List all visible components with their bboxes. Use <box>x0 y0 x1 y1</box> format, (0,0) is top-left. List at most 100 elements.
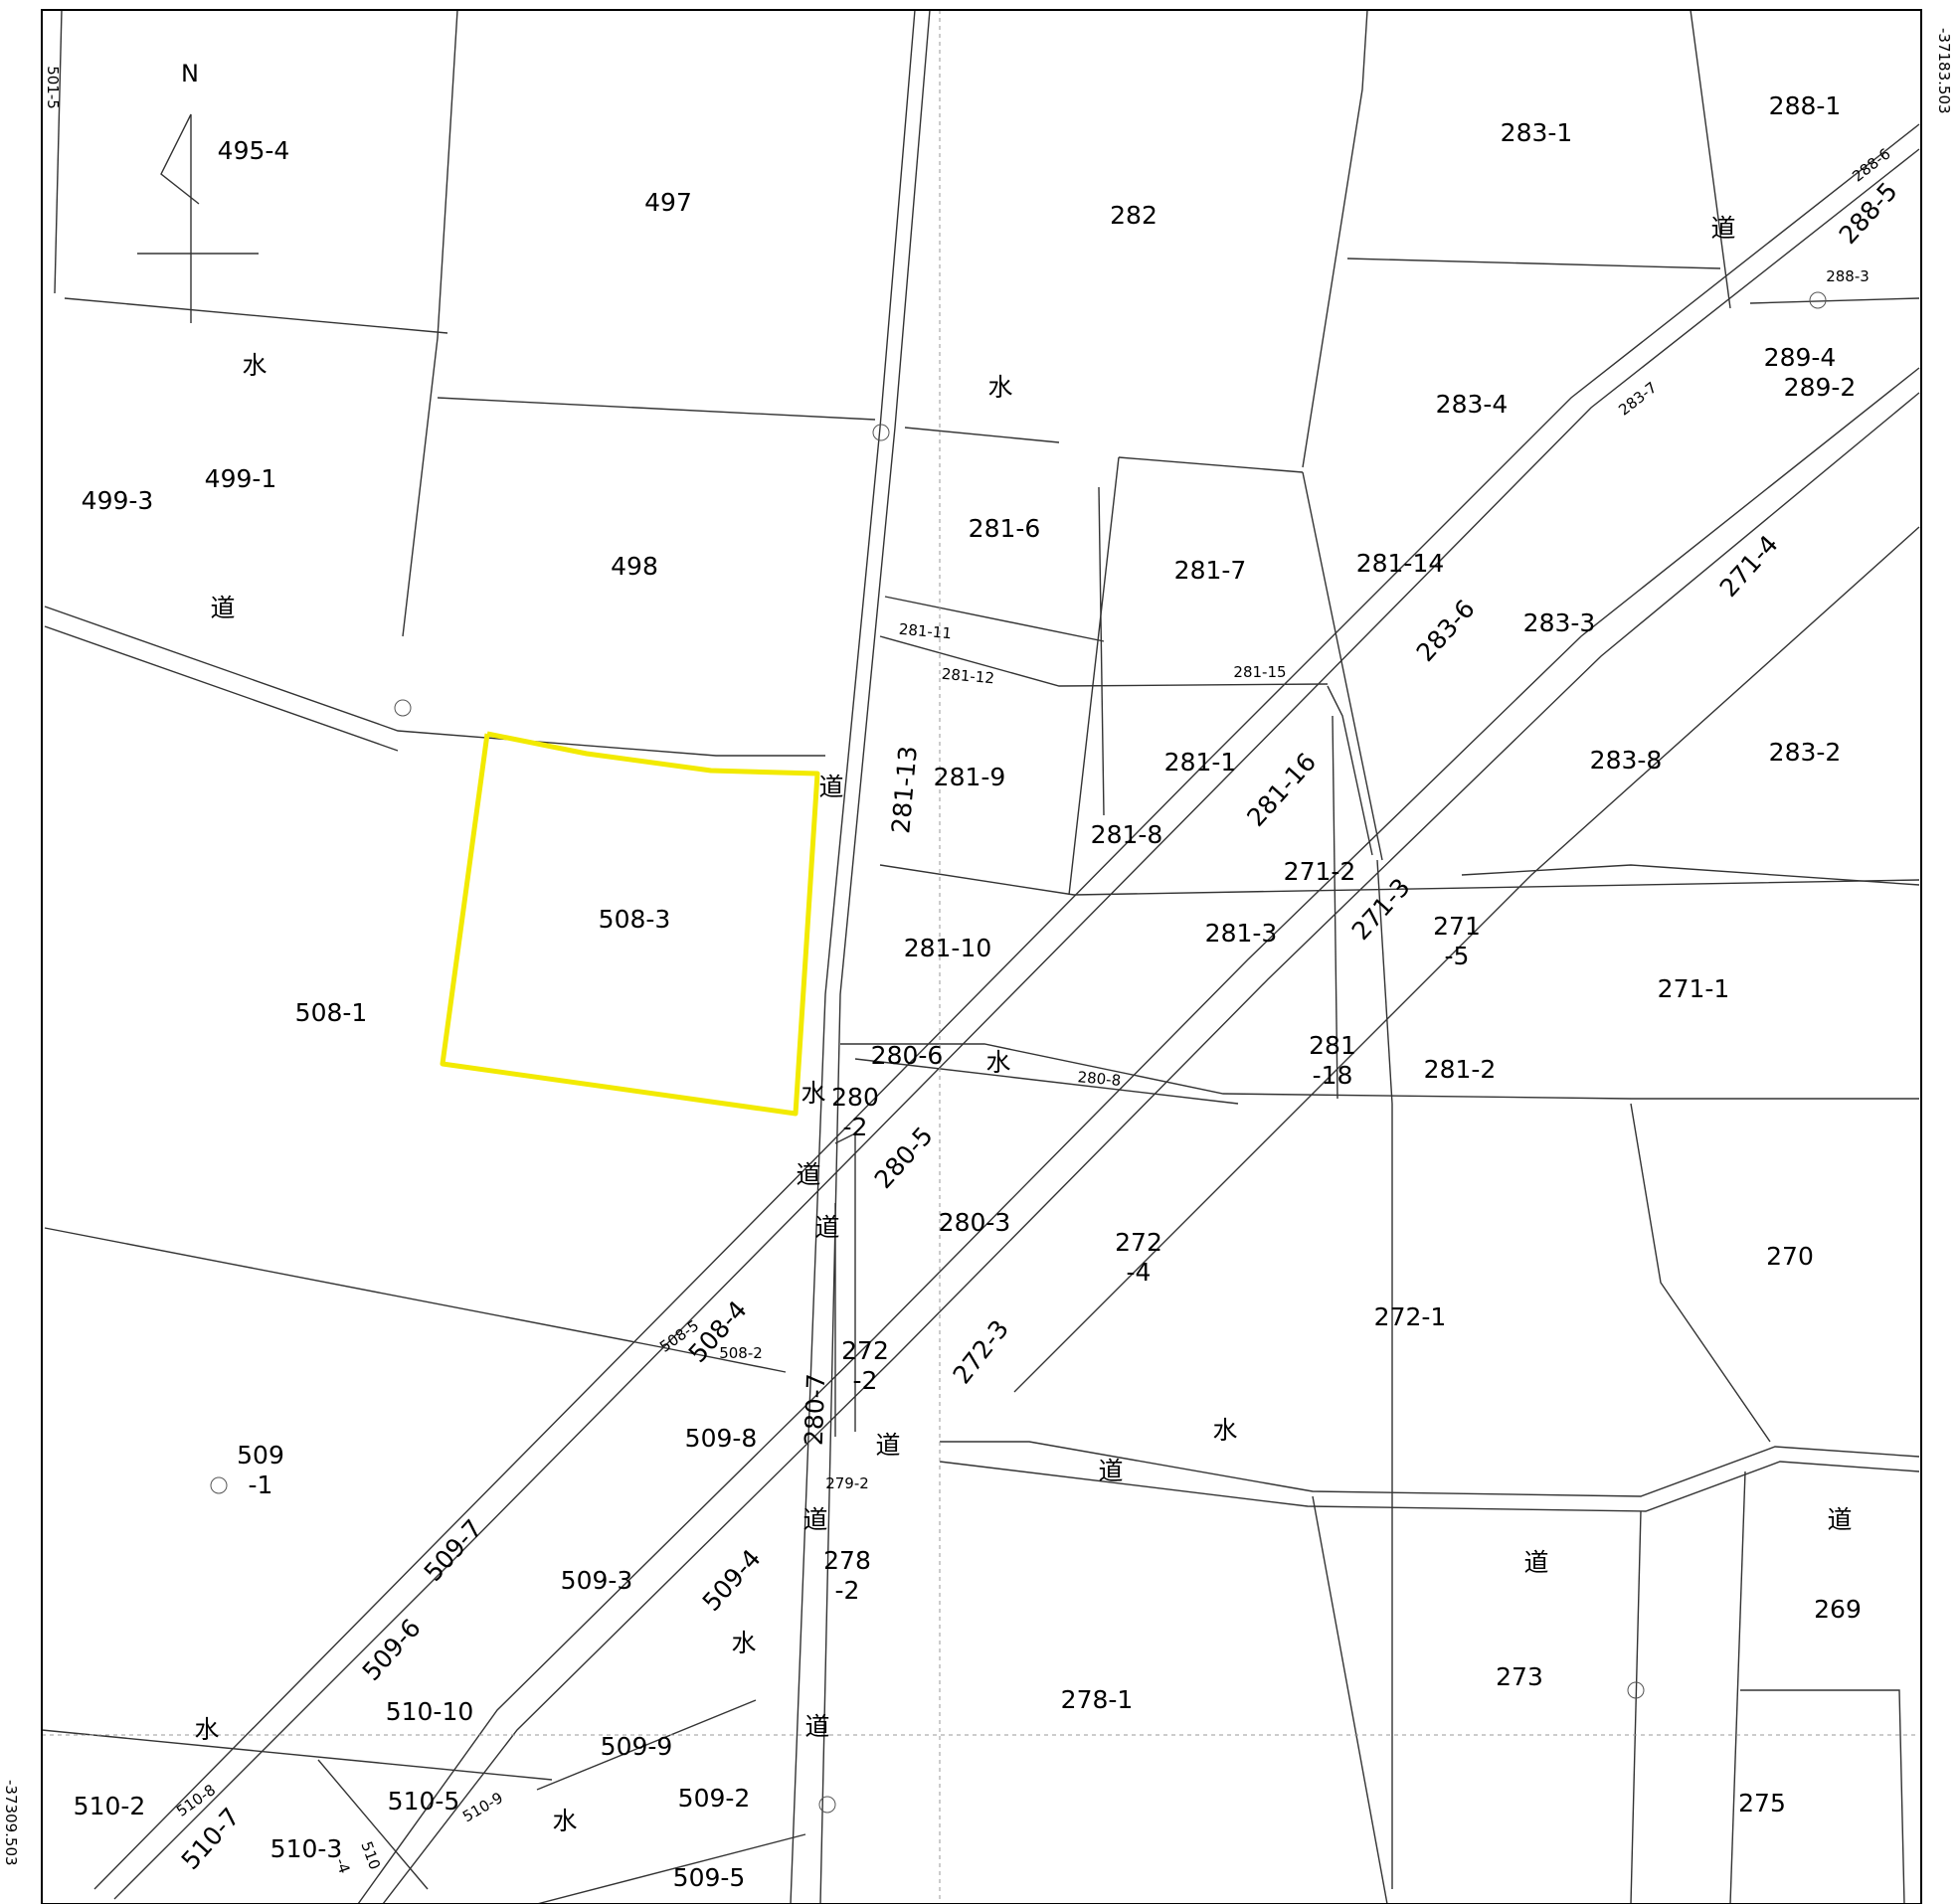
parcel-label: 269 <box>1814 1595 1862 1624</box>
water-symbol: 水 <box>1212 1416 1237 1445</box>
water-symbol: 水 <box>731 1629 756 1657</box>
parcel-label: 282 <box>1110 201 1158 230</box>
road-symbol: 道 <box>875 1431 900 1460</box>
parcel-label: 281-8 <box>1091 820 1163 849</box>
small-parcel-label: 510 <box>357 1839 384 1872</box>
road-symbol: 道 <box>796 1160 820 1189</box>
parcel-label: 270 <box>1766 1242 1814 1271</box>
boundary-line <box>1729 1471 1746 1904</box>
parcel-label: 281-3 <box>1205 919 1278 948</box>
coord-bottom-left: -37309.503 <box>2 1780 20 1866</box>
small-parcel-label: 288-3 <box>1826 267 1870 285</box>
boundary-line <box>44 625 399 752</box>
small-parcel-label: 281-15 <box>1233 663 1286 681</box>
boundary-lines <box>41 9 1920 1904</box>
parcel-label: 275 <box>1738 1789 1786 1817</box>
boundary-line <box>790 9 916 1904</box>
parcel-label: 272 <box>841 1336 889 1365</box>
parcel-label: -2 <box>853 1366 878 1395</box>
boundary-line <box>41 1729 553 1781</box>
parcel-label: 278-1 <box>1061 1685 1134 1714</box>
road-symbol: 道 <box>802 1505 827 1534</box>
parcel-label: 280-3 <box>939 1208 1011 1237</box>
small-parcel-label: 288-6 <box>1849 145 1893 186</box>
parcel-label: 281-10 <box>904 934 992 962</box>
boundary-line <box>1098 486 1105 816</box>
water-symbol: 水 <box>987 373 1012 402</box>
parcel-label: 499-1 <box>205 464 277 493</box>
parcel-label: 509-8 <box>685 1424 758 1453</box>
boundary-line <box>93 123 1920 1890</box>
parcel-label: -18 <box>1313 1061 1353 1090</box>
parcel-label: 499-3 <box>82 486 154 515</box>
parcel-label: 288-1 <box>1769 91 1842 120</box>
parcel-label: 271 <box>1433 912 1481 941</box>
boundary-line <box>1630 1103 1771 1443</box>
boundary-line <box>884 596 1105 642</box>
boundary-line <box>382 392 1920 1904</box>
road-symbol: 道 <box>1827 1505 1852 1534</box>
parcel-label: 281 <box>1309 1031 1356 1060</box>
highlighted-parcel-outline <box>440 731 820 1117</box>
parcel-label: 510-3 <box>270 1834 343 1863</box>
boundary-line <box>357 367 1920 1904</box>
water-symbol: 水 <box>801 1079 825 1108</box>
small-parcel-label: 279-2 <box>825 1474 869 1492</box>
parcel-label: -2 <box>835 1576 860 1605</box>
boundary-line <box>904 427 1060 443</box>
north-arrow: N <box>137 60 259 323</box>
parcel-label: -1 <box>249 1471 273 1499</box>
parcel-labels: 288-1283-1282497495-4283-4499-1499-34982… <box>44 66 1903 1892</box>
coord-top-right: -37183.503 <box>1935 28 1953 114</box>
boundary-line <box>317 1759 429 1890</box>
survey-marker <box>1627 1681 1645 1699</box>
parcel-label: 281-13 <box>886 745 923 835</box>
boundary-line <box>402 9 458 637</box>
boundary-line <box>1461 864 1920 886</box>
small-parcel-label: -4 <box>331 1855 353 1875</box>
parcel-label: 281-9 <box>934 763 1006 791</box>
parcel-label: -5 <box>1445 942 1470 970</box>
boundary-line <box>64 297 448 334</box>
boundary-line <box>1332 715 1338 1100</box>
parcel-label: 497 <box>644 188 692 217</box>
boundary-line <box>1068 456 1120 896</box>
road-symbol: 道 <box>814 1213 839 1242</box>
survey-marker <box>210 1476 228 1494</box>
small-parcel-label: 283-7 <box>1615 379 1660 420</box>
parcel-label: 280 <box>831 1083 879 1112</box>
water-symbol: 水 <box>242 351 267 380</box>
parcel-label: 509 <box>237 1441 284 1470</box>
parcel-label: 281-7 <box>1174 556 1247 585</box>
boundary-line <box>834 1131 856 1432</box>
parcel-label: 280-7 <box>800 1373 831 1447</box>
road-symbol: 道 <box>1710 214 1735 243</box>
survey-marker <box>1809 291 1827 309</box>
boundary-line <box>1118 456 1304 473</box>
parcel-label: 272 <box>1115 1228 1162 1257</box>
small-parcel-label: 510-9 <box>459 1789 506 1825</box>
parcel-label: 272-3 <box>948 1314 1015 1389</box>
parcel-label: 278 <box>823 1546 871 1575</box>
boundary-line <box>54 9 63 294</box>
parcel-label: 509-6 <box>357 1614 427 1686</box>
survey-marker <box>394 699 412 717</box>
water-symbol: 水 <box>194 1715 219 1744</box>
parcel-label: 510-2 <box>74 1792 146 1820</box>
boundary-line <box>939 1461 1920 1512</box>
parcel-label: 280-5 <box>869 1122 939 1194</box>
boundary-line <box>940 1441 1920 1497</box>
boundary-line <box>1312 1495 1388 1904</box>
parcel-label: 283-4 <box>1436 390 1509 419</box>
small-parcel-label: 508-2 <box>719 1344 763 1362</box>
road-symbol: 道 <box>818 773 843 801</box>
small-parcel-label: 281-11 <box>898 620 953 643</box>
parcel-label: -4 <box>1127 1258 1152 1287</box>
parcel-label: 281-1 <box>1164 748 1237 777</box>
parcel-label: 283-6 <box>1411 595 1481 667</box>
parcel-label: 281-14 <box>1356 549 1445 578</box>
boundary-line <box>113 148 1920 1900</box>
parcel-label: 271-2 <box>1284 857 1356 886</box>
parcel-label: 281-16 <box>1241 748 1322 832</box>
